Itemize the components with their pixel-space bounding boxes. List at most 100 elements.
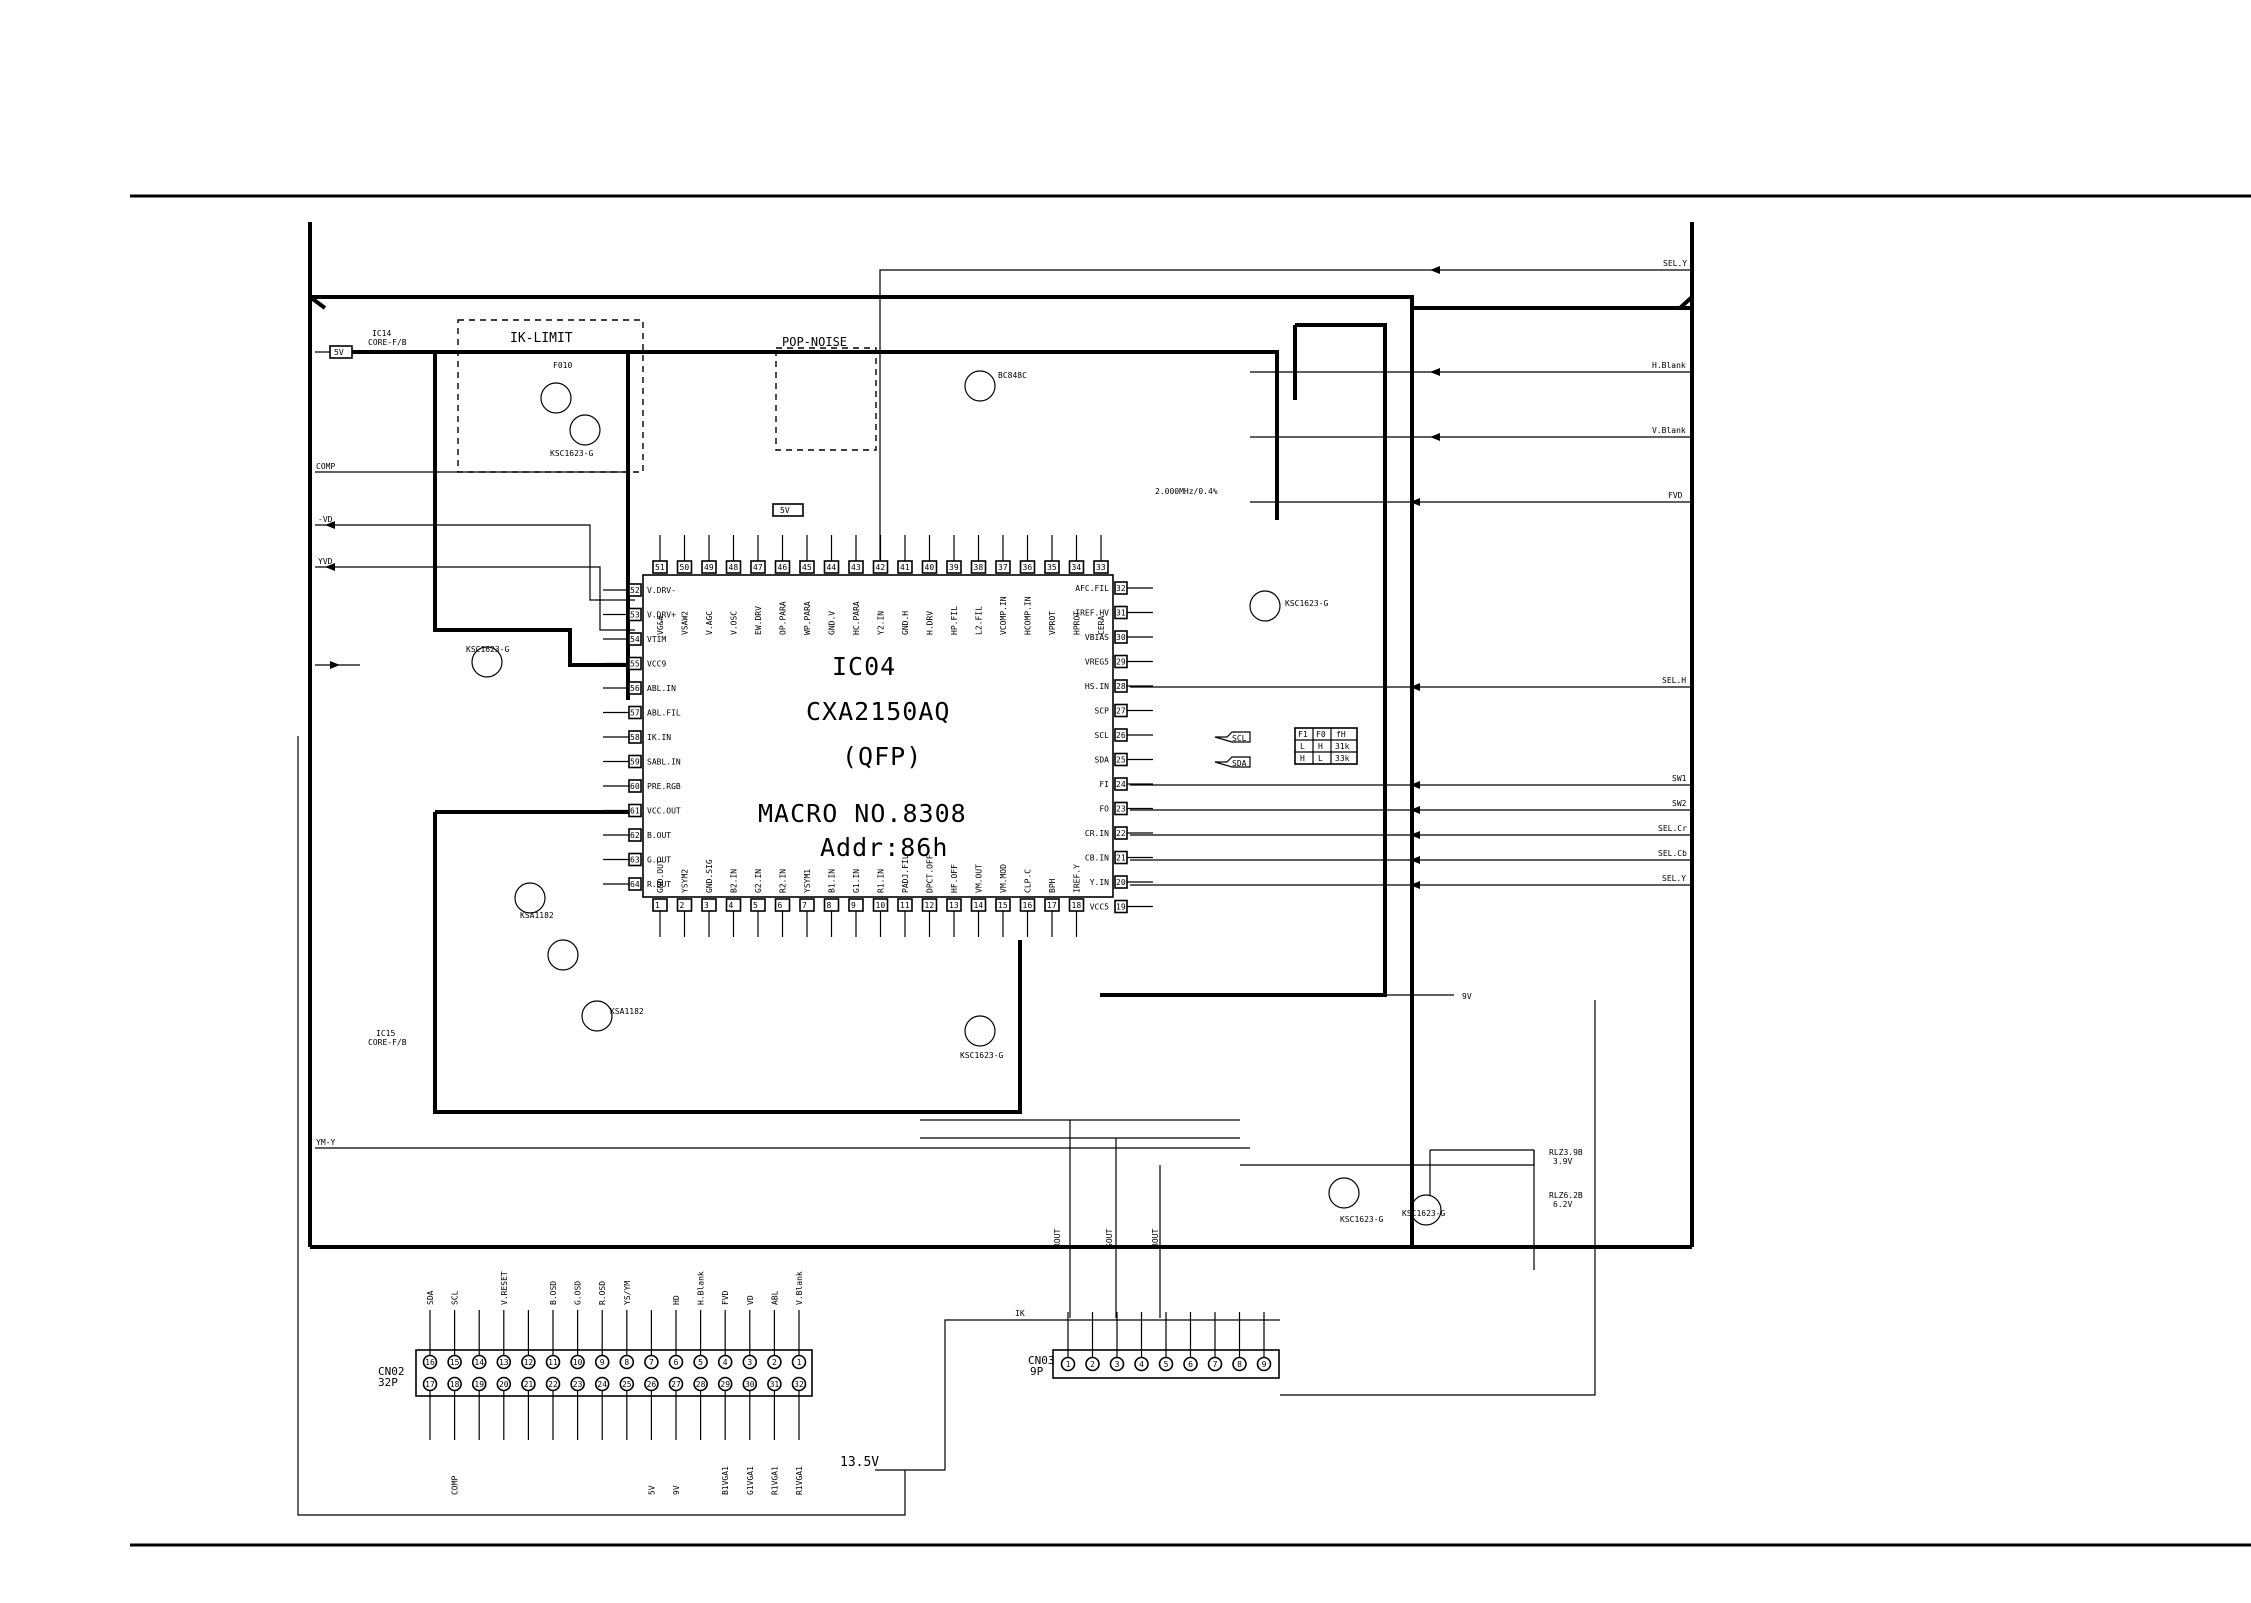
tag-scl: SCL <box>1232 734 1247 743</box>
pin-number: 28 <box>1116 682 1126 691</box>
zener-a-v: 3.9V <box>1553 1157 1572 1166</box>
cn02-pin-number: 9 <box>600 1358 605 1367</box>
transistor-f006 <box>1249 590 1281 622</box>
label-f008-part: KSC1623-G <box>1340 1215 1384 1224</box>
cn03-pin <box>1256 1356 1272 1372</box>
ic14-part: CORE-F/B <box>368 338 407 347</box>
cn02-pin-number: 17 <box>425 1380 435 1389</box>
cn02-pin <box>521 1354 536 1370</box>
net-ik: IK <box>1015 1309 1025 1318</box>
cn02-signal-label: V.RESET <box>500 1271 509 1305</box>
cn02-pin-number: 32 <box>794 1380 804 1389</box>
label-f009-part: KSC1623-G <box>1402 1209 1446 1218</box>
pin-number: 25 <box>1116 756 1126 765</box>
net-ym-y: YM-Y <box>316 1138 335 1147</box>
svg-text:L: L <box>1318 754 1323 763</box>
cn02-signal-label: ABL <box>770 1290 779 1305</box>
cn02-pin-number: 5 <box>698 1358 703 1367</box>
cn02-pin-number: 12 <box>524 1358 534 1367</box>
transistor-f005 <box>964 1015 996 1047</box>
pin-number: 55 <box>630 660 640 669</box>
ic-package: (QFP) <box>842 742 922 771</box>
pin-name: BPH <box>1048 878 1057 893</box>
cn02-signal-label: YS/YM <box>623 1281 632 1305</box>
cn02-pin <box>742 1376 758 1392</box>
pin-number: 17 <box>1047 901 1057 910</box>
pin-name: H.DRV <box>926 611 935 635</box>
cn02-pin-number: 1 <box>797 1358 802 1367</box>
cn02-pin-number: 13 <box>499 1358 509 1367</box>
pin-number: 35 <box>1047 563 1057 572</box>
cn02-pin-number: 8 <box>624 1358 629 1367</box>
svg-text:L: L <box>1300 742 1305 751</box>
pin-name: L2.FIL <box>975 606 984 635</box>
pin-number: 11 <box>900 901 910 910</box>
cn02-signal-label: B.OSD <box>549 1281 558 1305</box>
pin-number: 14 <box>974 901 984 910</box>
ic-addr: Addr:86h <box>820 833 948 862</box>
label-f004-part: KSA1182 <box>610 1007 644 1016</box>
ic-pins-right: 32AFC.FIL31IREF.HV30VBIAS29VREG528HS.IN2… <box>1075 581 1153 914</box>
cn02-pin-number: 4 <box>723 1358 728 1367</box>
svg-text:H: H <box>1318 742 1323 751</box>
cn02-signal-label: R1VGA1 <box>770 1466 779 1495</box>
transistor-f003 <box>547 939 579 971</box>
lower-right-circuit <box>920 1119 1535 1318</box>
pin-number: 30 <box>1116 633 1126 642</box>
pin-name: CB.IN <box>1085 854 1109 863</box>
cn02-pin <box>767 1354 782 1370</box>
rail-out-box <box>433 812 1022 1114</box>
pin-name: CERA <box>1097 616 1106 635</box>
pin-name: FO <box>1099 805 1109 814</box>
cn02-pin <box>668 1354 684 1370</box>
cn02-pin-number: 23 <box>573 1380 583 1389</box>
pin-number: 57 <box>630 709 640 718</box>
cn02-pin-number: 31 <box>770 1380 780 1389</box>
pin-name: VM.MOD <box>999 864 1008 893</box>
cn03-pin-number: 9 <box>1262 1360 1267 1369</box>
cn02-pin-number: 26 <box>647 1380 657 1389</box>
cn03-pin <box>1158 1356 1174 1372</box>
pin-number: 63 <box>630 856 640 865</box>
pin-number: 10 <box>876 901 886 910</box>
cn03-pin <box>1183 1356 1198 1372</box>
pin-number: 40 <box>925 563 935 572</box>
label-f002-part: KSA1182 <box>520 911 554 920</box>
pin-name: GND.H <box>901 611 910 635</box>
cn03-pin <box>1085 1356 1100 1372</box>
pin-number: 62 <box>630 831 640 840</box>
transistor-f004 <box>581 1000 613 1032</box>
net-sel-h: SEL.H <box>1662 676 1686 685</box>
pin-number: 33 <box>1096 563 1106 572</box>
pin-number: 43 <box>851 563 861 572</box>
cn02-signal-label: COMP <box>451 1476 460 1495</box>
pin-name: G.OUT <box>647 856 671 865</box>
pin-name: V.DRV+ <box>647 611 676 620</box>
pin-name: Y.IN <box>1090 878 1109 887</box>
pin-name: VG&# <box>656 616 665 635</box>
cn02-pin <box>791 1376 807 1392</box>
pin-number: 36 <box>1023 563 1033 572</box>
pin-name: VREG5 <box>1085 658 1109 667</box>
pin-number: 31 <box>1116 609 1126 618</box>
pin-number: 32 <box>1116 584 1126 593</box>
pin-name: DPCT.OFF <box>926 854 935 893</box>
pin-number: 29 <box>1116 658 1126 667</box>
cn02-pin-number: 29 <box>720 1380 730 1389</box>
transistor-f001 <box>471 646 503 678</box>
pin-name: SABL.IN <box>647 758 681 767</box>
pin-number: 56 <box>630 684 640 693</box>
ic-part: CXA2150AQ <box>806 697 950 726</box>
pin-number: 3 <box>704 901 709 910</box>
pin-name: SCL <box>1095 731 1110 740</box>
pin-number: 47 <box>753 563 763 572</box>
pin-name: SCP <box>1095 707 1110 716</box>
cn02-pin <box>422 1376 438 1392</box>
transistor-f009 <box>1410 1194 1442 1226</box>
pin-number: 13 <box>949 901 959 910</box>
pin-number: 2 <box>680 901 685 910</box>
cn03-pin-number: 6 <box>1188 1360 1193 1369</box>
pin-number: 39 <box>949 563 959 572</box>
